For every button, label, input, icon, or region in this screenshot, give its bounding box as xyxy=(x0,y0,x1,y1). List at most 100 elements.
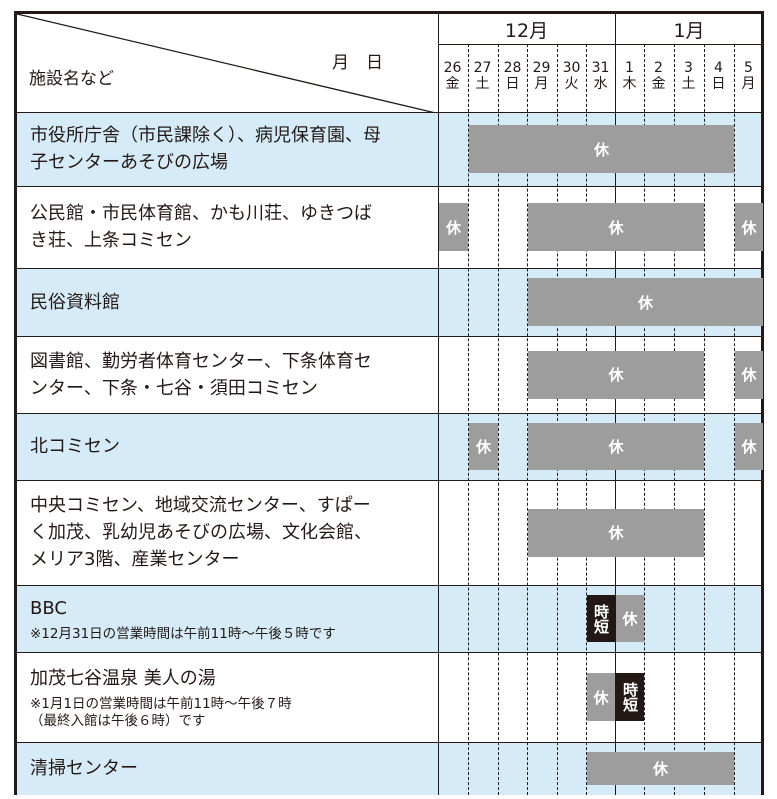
facility-name-line: メリア3階、産業センター xyxy=(30,549,240,570)
weekday: 日 xyxy=(711,76,726,92)
weekday: 月 xyxy=(741,76,756,92)
closed-bar: 休 xyxy=(528,423,704,470)
facility-label: BBC ※12月31日の営業時間は午前11時～午後５時です xyxy=(30,585,336,652)
day-divider xyxy=(527,44,528,795)
facility-label: 公民館・市民体育館、かも川荘、ゆきつばき荘、上条コミセン xyxy=(30,186,372,268)
facility-name-line: 図書館、勤労者体育センター、下条体育セ xyxy=(30,350,372,372)
day-number: 30 xyxy=(562,60,581,76)
facility-label: 図書館、勤労者体育センター、下条体育センター、下条・七谷・須田コミセン xyxy=(30,336,372,413)
facility-name-line: 北コミセン xyxy=(30,436,120,457)
facility-label: 北コミセン xyxy=(30,413,120,480)
day-number: 1 xyxy=(625,60,634,76)
facility-label: 中央コミセン、地域交流センター、すぱーく加茂、乳幼児あそびの広場、文化会館、メリ… xyxy=(30,480,372,585)
day-number: 31 xyxy=(591,60,610,76)
row-divider xyxy=(17,186,761,187)
closed-bar: 休 xyxy=(439,203,468,251)
label-column-divider xyxy=(438,14,439,795)
facility-note: ※12月31日の営業時間は午前11時～午後５時です xyxy=(30,625,336,642)
facility-name-line: 加茂七谷温泉 美人の湯 xyxy=(30,667,216,689)
closed-bar: 休 xyxy=(469,423,498,470)
closed-bar: 休 xyxy=(735,423,763,470)
day-number: 28 xyxy=(503,60,522,76)
facility-name-line: 清掃センター xyxy=(30,758,138,779)
closed-bar: 休 xyxy=(616,595,644,642)
facility-note: ※1月1日の営業時間は午前11時～午後７時 xyxy=(30,695,292,712)
day-number: 4 xyxy=(714,60,723,76)
facility-name-line: く加茂、乳幼児あそびの広場、文化会館、 xyxy=(30,522,372,543)
row-divider xyxy=(17,742,761,743)
facility-name-line: 市役所庁舎（市民課除く）、病児保育園、母 xyxy=(30,125,381,146)
weekday: 土 xyxy=(475,76,490,92)
closed-bar: 休 xyxy=(469,125,734,173)
day-divider xyxy=(704,44,705,795)
closed-bar: 休 xyxy=(528,508,704,557)
weekday: 日 xyxy=(505,76,520,92)
holiday-schedule-table: 施設名など 月 日 市役所庁舎（市民課除く）、病児保育園、母子センターあそびの広… xyxy=(14,11,764,795)
month-divider xyxy=(615,14,616,795)
facility-label: 市役所庁舎（市民課除く）、病児保育園、母子センターあそびの広場 xyxy=(30,112,381,186)
shortened-hours-bar: 時短 xyxy=(587,595,615,642)
day-number: 5 xyxy=(744,60,753,76)
row-divider xyxy=(17,652,761,653)
day-divider xyxy=(644,44,645,795)
day-divider xyxy=(674,44,675,795)
row-divider xyxy=(17,112,761,113)
month-header: 1月 xyxy=(673,19,705,42)
closed-bar: 休 xyxy=(735,350,763,399)
facility-name-line: 子センターあそびの広場 xyxy=(30,152,228,173)
header-diagonal-line xyxy=(17,14,440,114)
closed-bar: 休 xyxy=(528,350,704,399)
weekday: 木 xyxy=(622,76,637,92)
facility-name-line: 民俗資料館 xyxy=(30,291,120,313)
row-divider xyxy=(17,413,761,414)
weekday: 金 xyxy=(651,76,666,92)
weekday: 月 xyxy=(534,76,549,92)
facility-name-line: ンター、下条・七谷・須田コミセン xyxy=(30,377,318,399)
weekday: 水 xyxy=(593,76,608,92)
closed-bar: 休 xyxy=(528,278,763,326)
row-divider xyxy=(17,585,761,586)
weekday: 金 xyxy=(445,76,460,92)
facility-name-line: 公民館・市民体育館、かも川荘、ゆきつば xyxy=(30,203,372,224)
day-divider xyxy=(734,44,735,795)
facility-label: 清掃センター xyxy=(30,742,138,795)
day-divider xyxy=(586,44,587,795)
weekday: 火 xyxy=(564,76,579,92)
day-number: 29 xyxy=(532,60,551,76)
closed-bar: 休 xyxy=(735,203,763,251)
month-day-header: 月 日 xyxy=(332,53,383,73)
facility-column-header: 施設名など xyxy=(29,69,114,89)
day-number: 2 xyxy=(654,60,663,76)
weekday: 土 xyxy=(681,76,696,92)
closed-bar: 休 xyxy=(528,203,704,251)
facility-name-line: 中央コミセン、地域交流センター、すぱー xyxy=(30,495,371,516)
day-divider xyxy=(468,44,469,795)
facility-label: 民俗資料館 xyxy=(30,268,120,336)
facility-note: （最終入館は午後６時）です xyxy=(30,712,206,729)
closed-bar: 休 xyxy=(587,752,734,785)
shortened-hours-bar: 時短 xyxy=(616,673,644,721)
day-number: 3 xyxy=(684,60,693,76)
row-divider xyxy=(17,480,761,481)
row-divider xyxy=(17,336,761,337)
month-row-divider xyxy=(438,44,761,45)
day-divider xyxy=(557,44,558,795)
day-number: 26 xyxy=(443,60,462,76)
closed-bar: 休 xyxy=(587,673,615,721)
facility-name-line: BBC xyxy=(30,597,67,619)
day-divider xyxy=(498,44,499,795)
facility-label: 加茂七谷温泉 美人の湯 ※1月1日の営業時間は午前11時～午後７時（最終入館は午後… xyxy=(30,652,292,742)
day-number: 27 xyxy=(473,60,492,76)
facility-name-line: き荘、上条コミセン xyxy=(30,230,192,251)
